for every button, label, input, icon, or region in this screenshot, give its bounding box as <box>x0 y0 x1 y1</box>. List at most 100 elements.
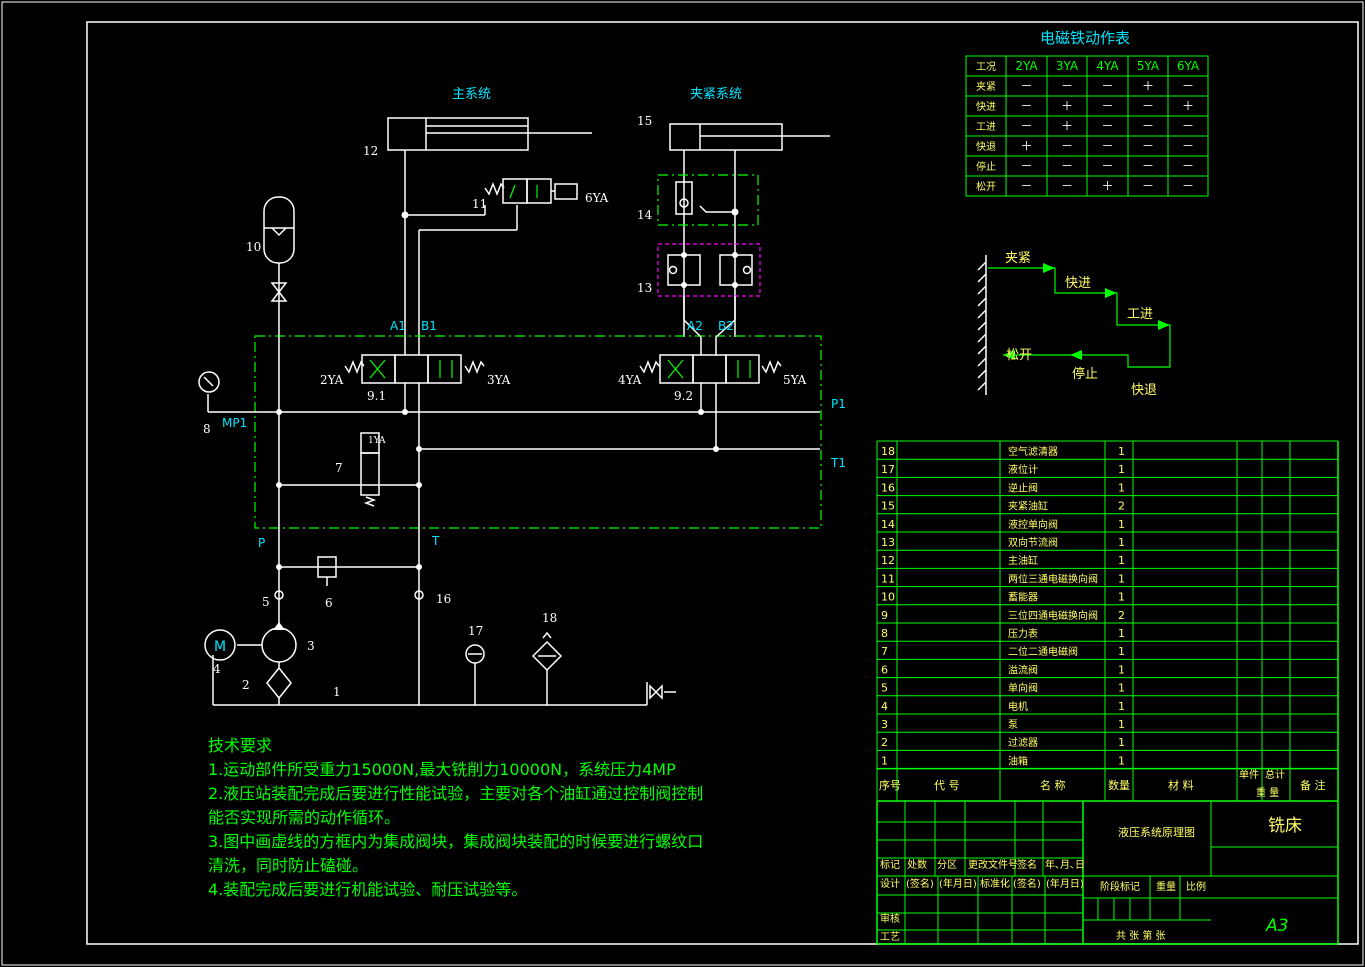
parts-row-name: 液控单向阀 <box>1008 518 1058 531</box>
parts-row-qty: 1 <box>1118 645 1125 658</box>
check-valve-16 <box>414 540 424 705</box>
parts-row-qty: 2 <box>1118 500 1125 513</box>
em-table-cell: 3YA <box>1056 59 1079 73</box>
em-table-cell: － <box>1020 79 1032 93</box>
pump-3 <box>237 622 297 663</box>
label-sign-p: (签名) <box>906 877 934 890</box>
label-A2: A2 <box>687 319 703 333</box>
parts-row-qty: 1 <box>1118 536 1125 549</box>
label-16: 16 <box>436 592 451 606</box>
parts-row-name: 二位二通电磁阀 <box>1008 645 1078 658</box>
technical-requirement-line: 清洗，同时防止磕碰。 <box>208 856 369 875</box>
em-table-cell: － <box>1182 179 1194 193</box>
label-weight: 重量 <box>1156 880 1176 893</box>
label-1YA: 1YA <box>368 436 386 446</box>
parts-header-code: 代 号 <box>934 779 960 792</box>
label-9-1: 9.1 <box>367 389 386 403</box>
em-table-cell: － <box>1182 139 1194 153</box>
valve-9-1-three-position-four-way <box>344 337 485 540</box>
sheet-size: A3 <box>1265 916 1288 936</box>
em-table-cell: ＋ <box>1182 99 1194 113</box>
parts-row-number: 9 <box>881 609 888 622</box>
em-table-cell: － <box>1101 139 1113 153</box>
parts-row-qty: 1 <box>1118 700 1125 713</box>
label-date: 年､月､日 <box>1045 858 1085 871</box>
em-table-cell: － <box>1101 119 1113 133</box>
main-system-label: 主系统 <box>452 87 491 102</box>
parts-row-name: 空气滤清器 <box>1008 445 1058 458</box>
em-table-cell: ＋ <box>1142 79 1154 93</box>
parts-row-qty: 1 <box>1118 591 1125 604</box>
em-table-cell: 夹紧 <box>976 80 996 93</box>
parts-row-name: 夹紧油缸 <box>1008 500 1048 513</box>
parts-header-name: 名 称 <box>1040 778 1066 792</box>
oil-tank-1 <box>213 682 676 706</box>
technical-requirement-line: 1.运动部件所受重力15000N,最大铣削力10000N，系统压力4MP <box>208 760 676 779</box>
motor-4 <box>204 629 236 705</box>
label-18: 18 <box>542 611 557 625</box>
em-table-cell: － <box>1182 159 1194 173</box>
parts-row-number: 11 <box>881 572 895 585</box>
main-cylinder-12 <box>387 117 592 337</box>
em-table-cell: － <box>1020 119 1032 133</box>
parts-row-number: 13 <box>881 536 895 549</box>
cycle-fast-forward: 快进 <box>1065 276 1091 291</box>
label-MP1: MP1 <box>222 416 247 430</box>
parts-row-number: 16 <box>881 481 895 494</box>
parts-header-remark: 备 注 <box>1300 778 1326 792</box>
label-1: 1 <box>333 685 341 699</box>
label-process: 工艺 <box>880 931 900 943</box>
label-date-p-2: (年月日) <box>1046 877 1084 890</box>
parts-row-name: 溢流阀 <box>1008 663 1038 676</box>
em-table-cell: － <box>1101 79 1113 93</box>
parts-row-name: 逆止阀 <box>1008 481 1038 494</box>
label-date-p: (年月日) <box>939 877 977 890</box>
em-table-cell: － <box>1182 119 1194 133</box>
em-table-cell: 5YA <box>1137 59 1160 73</box>
parts-row-name: 油箱 <box>1008 754 1028 767</box>
parts-row-qty: 1 <box>1118 736 1125 749</box>
label-scale: 比例 <box>1186 880 1206 893</box>
em-table-cell: 松开 <box>976 180 996 193</box>
em-table-cell: － <box>1142 139 1154 153</box>
em-table-cell: － <box>1182 79 1194 93</box>
label-2YA: 2YA <box>320 373 344 387</box>
parts-header-material: 材 料 <box>1168 778 1194 792</box>
parts-header-weight: 重 量 <box>1256 786 1279 799</box>
parts-row-number: 4 <box>881 700 888 713</box>
tank-line <box>416 446 820 452</box>
valve-11-two-position-three-way <box>484 178 578 215</box>
label-5YA: 5YA <box>783 373 807 387</box>
title-block: 液压系统原理图铣床A3标记处数分区更改文件号签名年､月､日设计(签名)(年月日)… <box>876 801 1338 945</box>
em-table-cell: － <box>1101 159 1113 173</box>
parts-row-name: 压力表 <box>1008 627 1038 640</box>
em-table-cell: － <box>1142 179 1154 193</box>
em-table-cell: － <box>1061 159 1073 173</box>
em-table-cell: － <box>1020 159 1032 173</box>
accumulator-10 <box>263 196 295 540</box>
em-table-title: 电磁铁动作表 <box>1040 29 1130 47</box>
label-stage: 阶段标记 <box>1100 880 1140 893</box>
parts-row-number: 7 <box>881 645 888 658</box>
label-11: 11 <box>472 197 487 211</box>
label-B1: B1 <box>421 319 437 333</box>
label-17: 17 <box>468 624 483 638</box>
technical-requirement-line: 4.装配完成后要进行机能试验、耐压试验等。 <box>208 880 528 899</box>
technical-requirement-line: 2.液压站装配完成后要进行性能试验，主要对各个油缸通过控制阀控制 <box>208 784 704 803</box>
em-table-cell: 停止 <box>976 160 996 173</box>
em-table-cell: － <box>1061 179 1073 193</box>
label-T1: T1 <box>830 456 846 470</box>
parts-header-total: 总计 <box>1265 768 1285 781</box>
label-13: 13 <box>637 281 652 295</box>
em-table-cell: － <box>1142 99 1154 113</box>
em-table-cell: － <box>1020 179 1032 193</box>
parts-row-qty: 1 <box>1118 554 1125 567</box>
label-9-2: 9.2 <box>674 389 693 403</box>
parts-row-qty: 1 <box>1118 754 1125 767</box>
parts-row-qty: 1 <box>1118 481 1125 494</box>
label-change-doc: 更改文件号 <box>968 858 1018 871</box>
em-table-cell: 快退 <box>976 141 996 153</box>
